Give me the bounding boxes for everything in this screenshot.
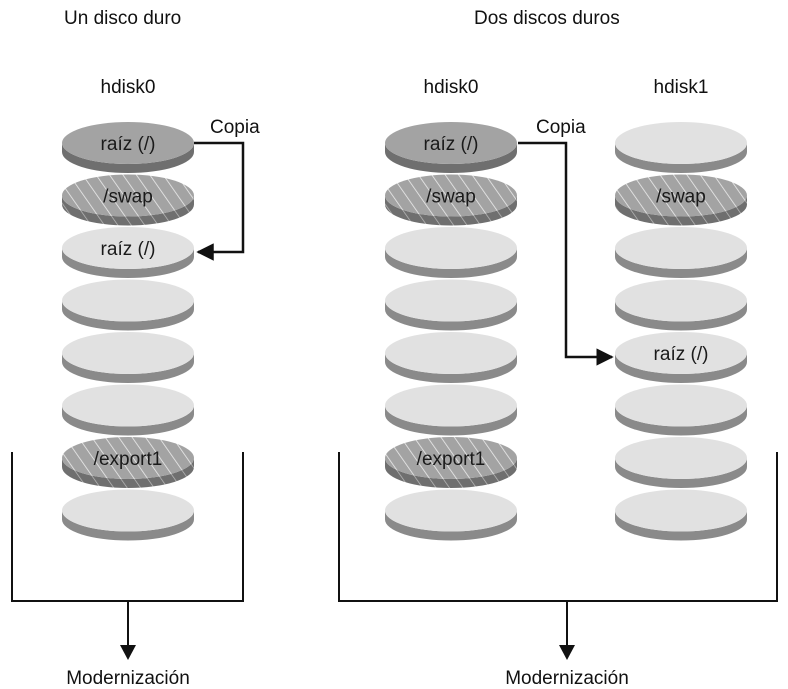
disk-stack-hdisk0-dual: raíz (/) /swap/export1 bbox=[385, 122, 517, 541]
disk-slice-hdisk1-1: /swap bbox=[615, 174, 747, 226]
slice-label: raíz (/) bbox=[424, 134, 479, 155]
bracket-two-disks bbox=[338, 452, 778, 602]
slice-side bbox=[385, 510, 517, 541]
slice-top bbox=[615, 122, 747, 164]
slice-top bbox=[615, 332, 747, 374]
slice-side bbox=[62, 405, 194, 436]
slice-label: raíz (/) bbox=[101, 239, 156, 260]
slice-label: /export1 bbox=[94, 449, 163, 470]
slice-top bbox=[615, 227, 747, 269]
disk-slice-hdisk0-6: /export1 bbox=[62, 437, 194, 488]
slice-top bbox=[385, 489, 517, 532]
slice-side bbox=[385, 195, 517, 226]
disk-slice-hdisk0-2: raíz (/) bbox=[62, 227, 194, 278]
disk-slice-hdisk0-7 bbox=[385, 489, 517, 541]
disk-slice-hdisk0-6: /export1 bbox=[385, 437, 517, 488]
disk-stack-hdisk1-dual: /swap raíz (/) bbox=[615, 122, 747, 541]
slice-side bbox=[62, 300, 194, 331]
slice-label: raíz (/) bbox=[654, 344, 709, 365]
panel-title-single-disk: Un disco duro bbox=[64, 8, 181, 29]
slice-top bbox=[62, 437, 194, 479]
slice-side bbox=[385, 405, 517, 436]
slice-label: /export1 bbox=[417, 449, 486, 470]
slice-top bbox=[62, 332, 194, 374]
disk-slice-hdisk0-4 bbox=[385, 332, 517, 383]
panel-title-two-disks: Dos discos duros bbox=[474, 8, 620, 29]
result-arrowhead-right bbox=[559, 645, 575, 660]
slice-side bbox=[385, 248, 517, 278]
disk-slice-hdisk0-0: raíz (/) bbox=[385, 122, 517, 173]
slice-side bbox=[615, 353, 747, 383]
slice-label: /swap bbox=[656, 187, 706, 208]
result-arrowhead-left bbox=[120, 645, 136, 660]
slice-side bbox=[62, 248, 194, 278]
slice-top bbox=[385, 279, 517, 322]
slice-side bbox=[615, 510, 747, 541]
slice-top bbox=[385, 122, 517, 164]
slice-side bbox=[62, 195, 194, 226]
disk-slice-hdisk0-4 bbox=[62, 332, 194, 383]
copy-arrow-single-disk bbox=[194, 141, 245, 261]
disk-slice-hdisk1-6 bbox=[615, 437, 747, 488]
slice-top bbox=[385, 437, 517, 479]
slice-top bbox=[62, 122, 194, 164]
slice-side bbox=[615, 300, 747, 331]
slice-side bbox=[385, 300, 517, 331]
slice-top bbox=[62, 227, 194, 269]
slice-side bbox=[62, 143, 194, 173]
disk-stack-hdisk0-single: raíz (/) /swap raíz (/) /export1 bbox=[62, 122, 194, 541]
slice-side bbox=[615, 458, 747, 488]
slice-label: /swap bbox=[426, 187, 476, 208]
slice-top bbox=[62, 174, 194, 217]
slice-side bbox=[385, 143, 517, 173]
disk-slice-hdisk1-7 bbox=[615, 489, 747, 541]
disk-slice-hdisk1-4: raíz (/) bbox=[615, 332, 747, 383]
slice-top bbox=[615, 384, 747, 427]
slice-top bbox=[615, 279, 747, 322]
slice-top bbox=[62, 489, 194, 532]
slice-top bbox=[385, 384, 517, 427]
result-label-two-disks: Modernización bbox=[505, 668, 629, 689]
disk-slice-hdisk0-5 bbox=[385, 384, 517, 436]
result-label-single-disk: Modernización bbox=[66, 668, 190, 689]
slice-top bbox=[615, 489, 747, 532]
slice-side bbox=[615, 195, 747, 226]
disk-slice-hdisk0-1: /swap bbox=[385, 174, 517, 226]
disk-slice-hdisk0-0: raíz (/) bbox=[62, 122, 194, 173]
slice-top bbox=[385, 227, 517, 269]
slice-label: raíz (/) bbox=[101, 134, 156, 155]
disk-name-hdisk0-left: hdisk0 bbox=[101, 77, 156, 98]
slice-side bbox=[62, 353, 194, 383]
disk-slice-hdisk0-3 bbox=[385, 279, 517, 331]
slice-top bbox=[615, 437, 747, 479]
slice-label: /swap bbox=[103, 187, 153, 208]
copy-arrow-two-disks bbox=[518, 141, 614, 366]
slice-side bbox=[62, 510, 194, 541]
disk-slice-hdisk0-5 bbox=[62, 384, 194, 436]
slice-side bbox=[385, 458, 517, 488]
disk-slice-hdisk0-2 bbox=[385, 227, 517, 278]
disk-slice-hdisk0-3 bbox=[62, 279, 194, 331]
disk-name-hdisk0-right: hdisk0 bbox=[424, 77, 479, 98]
slice-side bbox=[615, 248, 747, 278]
disk-slice-hdisk1-3 bbox=[615, 279, 747, 331]
disk-slice-hdisk0-7 bbox=[62, 489, 194, 541]
slice-side bbox=[615, 405, 747, 436]
slice-side bbox=[62, 458, 194, 488]
disk-slice-hdisk1-2 bbox=[615, 227, 747, 278]
copy-label-single-disk: Copia bbox=[210, 117, 260, 138]
disk-slice-hdisk1-0 bbox=[615, 122, 747, 173]
slice-top bbox=[385, 332, 517, 374]
disk-name-hdisk1-right: hdisk1 bbox=[654, 77, 709, 98]
disk-slice-hdisk1-5 bbox=[615, 384, 747, 436]
disk-slice-hdisk0-1: /swap bbox=[62, 174, 194, 226]
slice-top bbox=[385, 174, 517, 217]
slice-side bbox=[615, 143, 747, 173]
slice-top bbox=[615, 174, 747, 217]
slice-top bbox=[62, 279, 194, 322]
slice-side bbox=[385, 353, 517, 383]
slice-top bbox=[62, 384, 194, 427]
copy-label-two-disks: Copia bbox=[536, 117, 586, 138]
